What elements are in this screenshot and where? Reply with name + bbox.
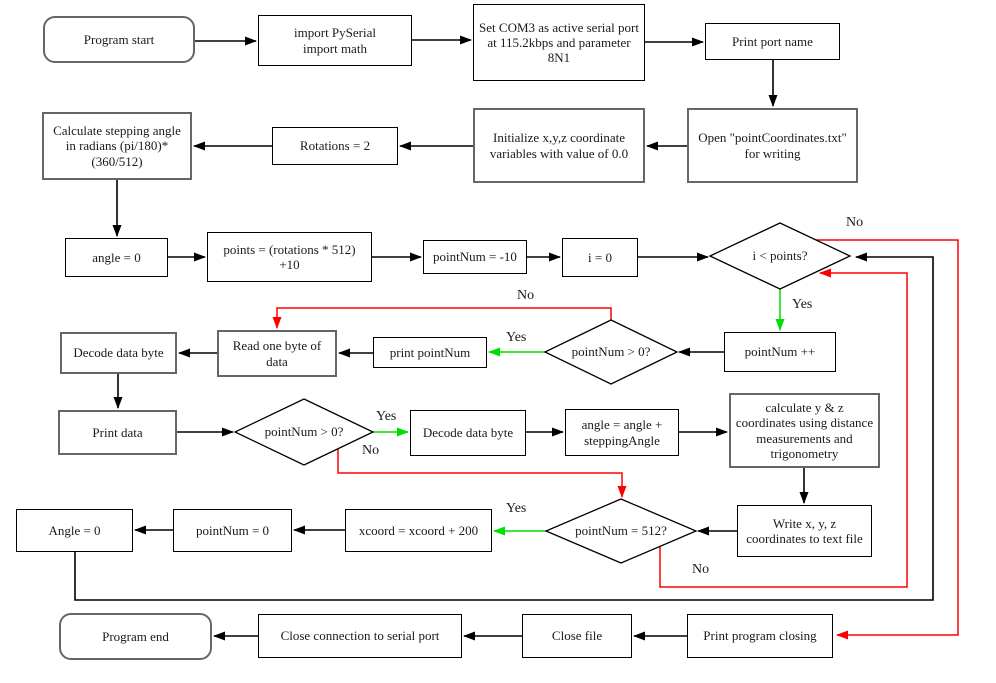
node-calc-yz: calculate y & z coordinates using distan… (729, 393, 880, 468)
node-pointnum-neg10: pointNum = -10 (423, 240, 527, 274)
edge-label-no-gt0b: No (362, 443, 380, 458)
node-initialize: Initialize x,y,z coordinate variables wi… (473, 108, 645, 183)
decision-pointnum-gt0-b (233, 398, 375, 466)
node-xcoord: xcoord = xcoord + 200 (345, 509, 492, 552)
no-edges (272, 239, 959, 640)
edge-no-ipoints-to-printclosing (815, 239, 959, 640)
yes-edges (373, 289, 785, 536)
node-print-data: Print data (58, 410, 177, 455)
node-angle-stepping: angle = angle + steppingAngle (565, 409, 679, 456)
node-print-port-name: Print port name (705, 23, 840, 60)
node-angle-lower: angle = 0 (65, 238, 168, 277)
edge-no-gt0a-to-readbyte (272, 307, 612, 329)
node-close-file: Close file (522, 614, 632, 658)
node-i-zero: i = 0 (562, 238, 638, 277)
node-read-byte: Read one byte of data (217, 330, 337, 377)
edge-label-yes-512: Yes (506, 501, 527, 516)
node-imports: import PySerial import math (258, 15, 412, 66)
edge-label-no-ipoints: No (846, 215, 864, 230)
node-set-com3: Set COM3 as active serial port at 115.2k… (473, 4, 645, 81)
node-angle-upper: Angle = 0 (16, 509, 133, 552)
node-rotations: Rotations = 2 (272, 127, 398, 165)
node-pointnum-zero: pointNum = 0 (173, 509, 292, 552)
edge-label-yes-ipoints: Yes (792, 297, 813, 312)
edge-label-no-512: No (692, 562, 710, 577)
node-decode-byte-b: Decode data byte (410, 410, 526, 456)
decision-shapes (233, 222, 852, 564)
node-decode-byte-a: Decode data byte (60, 332, 177, 374)
edge-angleupper-loop-to-decision (74, 252, 934, 601)
edge-label-yes-gt0b: Yes (376, 409, 397, 424)
node-print-pointnum: print pointNum (373, 337, 487, 368)
edge-no-512-to-decision-ipoints (659, 268, 908, 588)
node-program-end: Program end (59, 613, 212, 660)
node-close-serial: Close connection to serial port (258, 614, 462, 658)
node-print-closing: Print program closing (687, 614, 833, 658)
node-write-xyz: Write x, y, z coordinates to text file (737, 505, 872, 557)
node-program-start: Program start (43, 16, 195, 63)
decision-pointnum-512 (544, 498, 698, 564)
decision-pointnum-gt0-a (543, 319, 679, 385)
flow-edges (74, 35, 934, 641)
decision-i-lt-points (708, 222, 852, 290)
node-points-calc: points = (rotations * 512) +10 (207, 232, 372, 282)
node-pointnum-inc: pointNum ++ (724, 332, 836, 372)
edge-no-gt0b-to-decision-512 (337, 449, 627, 498)
edge-label-no-gt0a: No (517, 288, 535, 303)
node-calc-stepping: Calculate stepping angle in radians (pi/… (42, 112, 192, 180)
node-open-file: Open "pointCoordinates.txt" for writing (687, 108, 858, 183)
edge-label-yes-gt0a: Yes (506, 330, 527, 345)
